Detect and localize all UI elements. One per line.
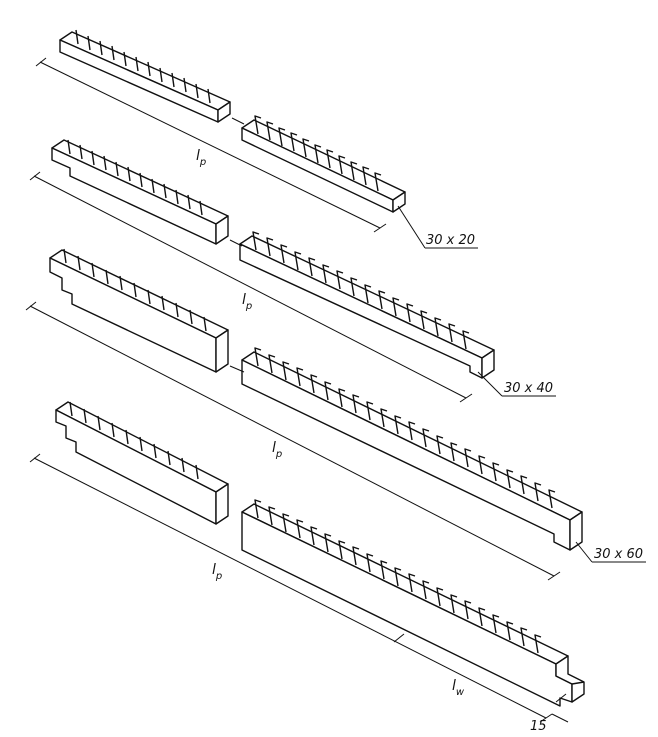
section-label-30x20: 30 x 20: [426, 233, 475, 248]
beam-row-3-left: [49, 248, 229, 373]
beam-row-4-left: [55, 401, 229, 525]
stirrups-4-right: [254, 499, 542, 654]
beam-row-2-right: [239, 231, 495, 379]
dim-label-lp-2: lp: [242, 292, 252, 312]
stirrups-1-left: [75, 29, 211, 104]
beam-row-1-right: [241, 115, 406, 213]
stirrups-3-right: [254, 347, 556, 509]
dimension-line-row-1: [35, 57, 387, 233]
stirrups-2-left: [67, 139, 203, 216]
section-leader-2: [477, 371, 556, 397]
stirrups-3-left: [63, 248, 207, 332]
stirrups-1-right: [254, 115, 382, 192]
stirrups-2-right: [252, 231, 470, 350]
dimension-line-row-2: [29, 171, 473, 403]
dim-label-step-15: 15: [530, 719, 547, 734]
beam-row-4-right: [241, 499, 585, 707]
beam-row-2-left: [51, 139, 229, 245]
dimension-line-row-4: [29, 453, 569, 723]
section-leader-1: [397, 205, 478, 249]
beam-row-1-left: [59, 29, 231, 123]
dim-label-lp-3: lp: [272, 440, 282, 460]
dimension-line-row-3: [25, 301, 561, 581]
section-label-30x60: 30 x 60: [594, 547, 643, 562]
stirrups-4-left: [69, 401, 199, 480]
beam-row-3-right: [241, 347, 583, 551]
dim-label-lw: lw: [452, 678, 465, 698]
dim-label-lp-1: lp: [196, 148, 206, 168]
section-leader-3: [575, 541, 646, 563]
dim-label-lp-4: lp: [212, 562, 222, 582]
section-label-30x40: 30 x 40: [504, 381, 553, 396]
